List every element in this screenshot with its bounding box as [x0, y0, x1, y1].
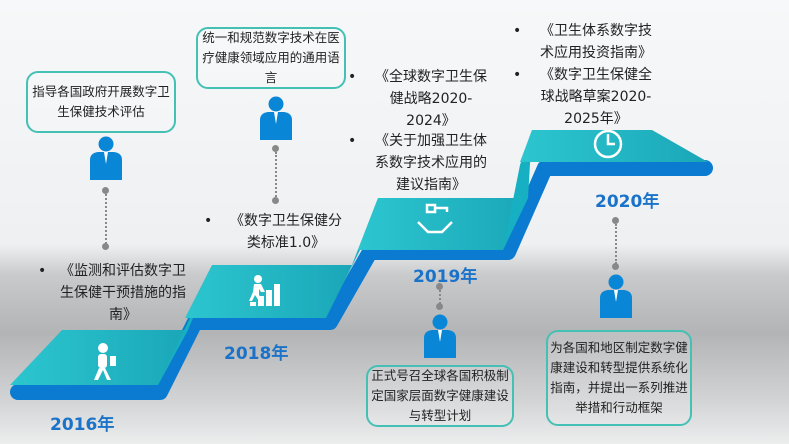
- doc-2019-a: • 《全球数字卫生保健战略2020-2024》: [348, 66, 492, 132]
- info-box-text: 正式号召全球各国积极制定国家层面数字健康建设与转型计划: [371, 368, 509, 423]
- info-box-text: 指导各国政府开展数字卫生保健技术评估: [32, 84, 170, 119]
- bullet-dot: •: [348, 133, 357, 149]
- year-2018: 2018年: [224, 344, 289, 364]
- bullet-dot: •: [513, 23, 522, 39]
- connector-pin: [102, 187, 109, 194]
- doc-2016: • 《监测和评估数字卫生保健干预措施的指南》: [38, 260, 186, 326]
- doc-title: 《监测和评估数字卫生保健干预措施的指南》: [60, 263, 186, 323]
- doc-title: 《数字卫生保健全球战略草案2020-2025年》: [540, 67, 652, 127]
- bullet-dot: •: [513, 67, 522, 83]
- connector-line: [615, 224, 617, 264]
- connector-pin: [436, 303, 443, 310]
- doc-title: 《数字卫生保健分类标准1.0》: [230, 213, 342, 251]
- year-2020: 2020年: [595, 192, 660, 212]
- doc-2020-b: • 《数字卫生保健全球战略草案2020-2025年》: [513, 64, 657, 130]
- businessman-icon: [600, 274, 632, 318]
- person-climbing-stairs-icon: [249, 275, 280, 306]
- bullet-dot: •: [348, 69, 357, 85]
- year-2016: 2016年: [50, 415, 115, 435]
- bullet-dot: •: [204, 213, 213, 229]
- businessman-icon: [260, 96, 292, 140]
- connector-pin: [612, 217, 619, 224]
- info-box-2019: 正式号召全球各国积极制定国家层面数字健康建设与转型计划: [366, 365, 514, 427]
- person-walking-icon: [94, 343, 116, 380]
- connector-pin: [612, 263, 619, 270]
- connector-pin: [272, 197, 279, 204]
- connector-line: [439, 290, 441, 304]
- handshake-key-icon: [417, 203, 453, 234]
- connector-pin: [272, 145, 279, 152]
- info-box-2018: 统一和规范数字技术在医疗健康领域应用的通用语言: [196, 27, 346, 89]
- clock-icon: [593, 129, 623, 159]
- doc-title: 《卫生体系数字技术应用投资指南》: [540, 23, 652, 61]
- connector-pin: [102, 243, 109, 250]
- step-2019: [358, 198, 528, 250]
- businessman-icon: [424, 314, 456, 358]
- connector-line: [105, 194, 107, 244]
- info-box-text: 统一和规范数字技术在医疗健康领域应用的通用语言: [202, 30, 340, 85]
- step-2020: [520, 130, 708, 162]
- doc-2019-b: • 《关于加强卫生体系数字技术应用的建议指南》: [348, 130, 492, 196]
- businessman-icon: [90, 136, 122, 180]
- doc-2018: • 《数字卫生保健分类标准1.0》: [204, 210, 346, 254]
- info-box-2016: 指导各国政府开展数字卫生保健技术评估: [26, 71, 176, 133]
- info-box-2020: 为各国和地区制定数字健康建设和转型提供系统化指南，并提出一系列推进举措和行动框架: [546, 330, 692, 426]
- doc-title: 《全球数字卫生保健战略2020-2024》: [375, 69, 487, 129]
- connector-line: [275, 152, 277, 200]
- info-box-text: 为各国和地区制定数字健康建设和转型提供系统化指南，并提出一系列推进举措和行动框架: [550, 340, 688, 415]
- stair-edge: [10, 160, 713, 400]
- doc-title: 《关于加强卫生体系数字技术应用的建议指南》: [375, 133, 487, 193]
- bullet-dot: •: [38, 263, 47, 279]
- doc-2020-a: • 《卫生体系数字技术应用投资指南》: [513, 20, 657, 64]
- connector-pin: [436, 283, 443, 290]
- year-2019: 2019年: [413, 267, 478, 287]
